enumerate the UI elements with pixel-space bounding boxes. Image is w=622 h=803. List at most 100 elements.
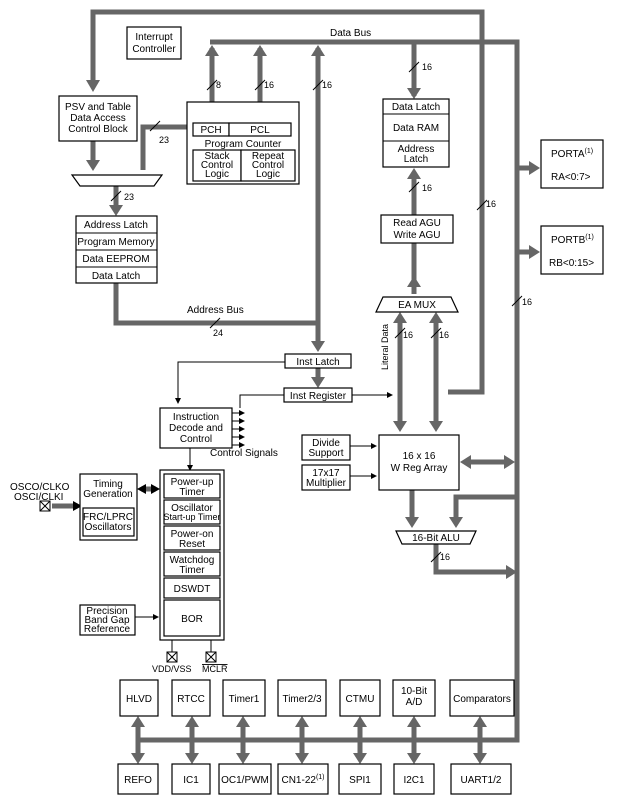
svg-text:RA<0:7>: RA<0:7> — [551, 172, 591, 183]
reset-timer-block: Power-up Timer Oscillator Start-up Timer… — [159, 469, 225, 641]
svg-text:Control Block: Control Block — [68, 124, 128, 135]
address-bus-label: Address Bus — [187, 305, 244, 316]
svg-text:Power-on: Power-on — [171, 529, 214, 540]
svg-text:Reference: Reference — [84, 624, 131, 635]
svg-text:Address Latch: Address Latch — [84, 220, 148, 231]
peripheral-bottom-label: UART1/2 — [461, 775, 502, 786]
data-ram-block: Data Latch Data RAM Address Latch — [382, 98, 450, 168]
svg-text:24: 24 — [213, 328, 223, 338]
svg-text:Write AGU: Write AGU — [393, 230, 440, 241]
interrupt-controller: Interrupt Controller — [126, 26, 182, 60]
svg-text:16: 16 — [422, 183, 432, 193]
peripheral-top-label: 10-Bit — [401, 686, 427, 697]
svg-text:Repeat: Repeat — [252, 151, 284, 162]
portb-block: PORTB(1) RB<0:15> — [540, 225, 604, 275]
svg-text:Program Memory: Program Memory — [77, 237, 154, 248]
buses — [52, 9, 540, 764]
svg-text:8: 8 — [216, 80, 221, 90]
svg-text:Data EEPROM: Data EEPROM — [82, 254, 149, 265]
svg-text:Data Latch: Data Latch — [92, 271, 140, 282]
svg-text:BOR: BOR — [181, 614, 203, 625]
svg-text:Start-up Timer: Start-up Timer — [163, 512, 220, 522]
svg-text:16: 16 — [522, 297, 532, 307]
svg-text:Data RAM: Data RAM — [393, 123, 439, 134]
svg-text:16: 16 — [264, 80, 274, 90]
peripheral-top-1: RTCC — [171, 679, 211, 717]
svg-text:Oscillators: Oscillators — [85, 522, 132, 533]
svg-text:Timing: Timing — [93, 479, 123, 490]
address-mux — [70, 174, 164, 187]
pcl-label: PCL — [250, 125, 270, 136]
svg-text:Controller: Controller — [132, 44, 176, 55]
svg-text:Timer: Timer — [179, 565, 205, 576]
porta-block: PORTA(1) RA<0:7> — [540, 139, 604, 189]
svg-text:16: 16 — [439, 330, 449, 340]
mclr-label: MCLR — [202, 664, 228, 674]
svg-text:Program Counter: Program Counter — [205, 139, 282, 150]
svg-text:Instruction: Instruction — [173, 412, 219, 423]
precision-band-gap: Precision Band Gap Reference — [79, 604, 136, 636]
svg-text:23: 23 — [159, 135, 169, 145]
peripheral-bottom-label: I2C1 — [403, 775, 425, 786]
peripheral-bottom-label: SPI1 — [349, 775, 371, 786]
inst-register: Inst Register — [283, 387, 353, 403]
svg-text:Control: Control — [201, 160, 233, 171]
svg-text:Control: Control — [180, 434, 212, 445]
svg-text:Interrupt: Interrupt — [135, 32, 172, 43]
peripheral-top-2: Timer1 — [222, 679, 266, 717]
svg-text:Power-up: Power-up — [171, 477, 214, 488]
peripheral-bottom-label: IC1 — [183, 775, 199, 786]
svg-text:16 x 16: 16 x 16 — [403, 451, 436, 462]
peripheral-top-label: A/D — [406, 697, 423, 708]
peripheral-top-label: HLVD — [126, 694, 152, 705]
peripheral-top-3: Timer2/3 — [277, 679, 327, 717]
svg-text:16: 16 — [440, 552, 450, 562]
svg-text:Watchdog: Watchdog — [170, 555, 215, 566]
svg-text:23: 23 — [124, 192, 134, 202]
svg-text:Timer: Timer — [179, 487, 205, 498]
program-memory-block: Address Latch Program Memory Data EEPROM… — [75, 215, 158, 284]
svg-text:16: 16 — [403, 330, 413, 340]
multiplier: 17x17 Multiplier — [301, 464, 351, 491]
program-counter-group: PCH PCL Program Counter Stack Control Lo… — [186, 101, 300, 185]
svg-text:Precision: Precision — [86, 606, 127, 617]
thin-lines — [135, 361, 393, 652]
svg-text:Decode and: Decode and — [169, 423, 223, 434]
peripheral-bottom-6: UART1/2 — [450, 763, 512, 795]
svg-text:FRC/LPRC: FRC/LPRC — [83, 512, 133, 523]
svg-text:PORTB(1): PORTB(1) — [551, 234, 594, 246]
svg-text:W Reg Array: W Reg Array — [391, 463, 448, 474]
svg-text:Band Gap: Band Gap — [84, 615, 129, 626]
bus-width-slashes — [110, 61, 523, 563]
pin-markers — [39, 500, 217, 663]
psv-arrow-in — [86, 80, 100, 92]
peripheral-top-label: Timer1 — [229, 694, 260, 705]
svg-text:Inst Latch: Inst Latch — [296, 357, 339, 368]
peripheral-top-label: Comparators — [453, 694, 511, 705]
svg-text:Inst Register: Inst Register — [290, 391, 347, 402]
peripheral-bottom-label: REFO — [124, 775, 152, 786]
svg-text:16: 16 — [422, 62, 432, 72]
svg-text:Support: Support — [308, 448, 343, 459]
svg-text:Data Latch: Data Latch — [392, 102, 440, 113]
pch-label: PCH — [200, 125, 221, 136]
svg-text:Stack: Stack — [204, 151, 230, 162]
peripheral-top-6: Comparators — [449, 679, 515, 717]
peripheral-bottom-2: OC1/PWM — [218, 763, 272, 795]
svg-text:DSWDT: DSWDT — [174, 584, 211, 595]
vdd-vss-label: VDD/VSS — [152, 664, 192, 674]
svg-text:Data Access: Data Access — [70, 113, 126, 124]
peripheral-top-label: Timer2/3 — [282, 694, 322, 705]
peripheral-top-label: RTCC — [177, 694, 205, 705]
svg-text:Generation: Generation — [83, 489, 132, 500]
control-signals-label: Control Signals — [210, 448, 278, 459]
svg-text:Reset: Reset — [179, 539, 205, 550]
svg-text:16-Bit ALU: 16-Bit ALU — [412, 533, 460, 544]
svg-text:Control: Control — [252, 160, 284, 171]
bus-width-labels: 8 16 16 16 23 23 16 16 16 16 16 24 16 — [124, 62, 532, 562]
svg-text:PORTA(1): PORTA(1) — [551, 148, 593, 160]
peripheral-top-0: HLVD — [119, 679, 159, 717]
svg-text:16: 16 — [322, 80, 332, 90]
